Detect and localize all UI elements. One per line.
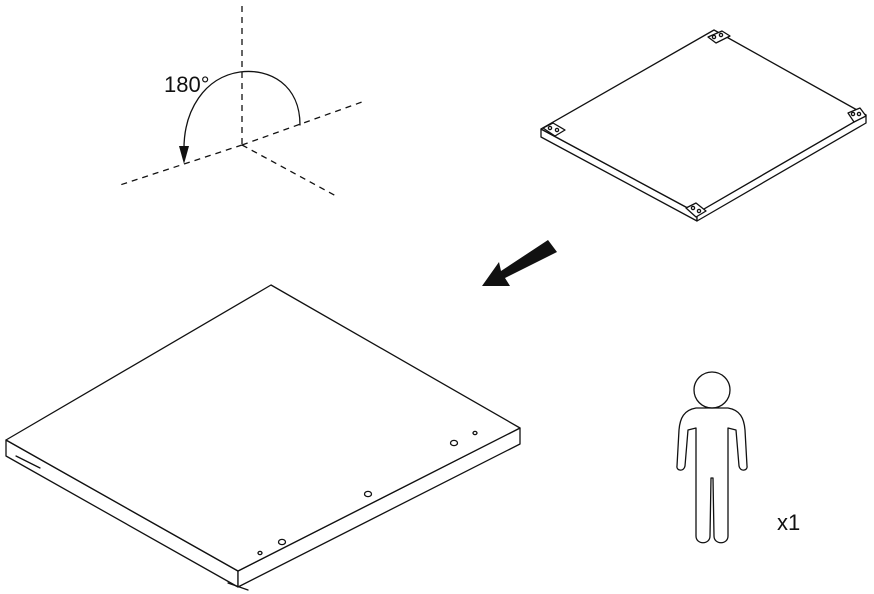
axis-depth <box>241 144 337 197</box>
corner-fitting-top <box>707 30 731 44</box>
person-icon <box>676 371 748 544</box>
large-panel-foot-front <box>227 582 249 591</box>
person-head <box>693 371 731 409</box>
rotation-angle-label: 180° <box>164 72 210 97</box>
large-panel-holes <box>257 430 478 556</box>
rotate-arrow-head <box>179 146 189 164</box>
large-panel-top <box>5 284 521 572</box>
corner-fitting-left <box>542 122 566 137</box>
people-count-label: x1 <box>777 510 801 535</box>
small-panel <box>540 29 867 222</box>
axis-right <box>241 101 363 146</box>
rotate-arrow-icon <box>183 70 301 153</box>
rotation-axes <box>119 6 363 197</box>
direction-arrow-icon <box>482 240 557 286</box>
corner-fitting-right <box>847 107 867 123</box>
small-panel-top <box>540 29 867 214</box>
person-body <box>676 407 748 544</box>
corner-fitting-bottom <box>685 202 707 218</box>
large-panel <box>5 284 521 591</box>
large-panel-foot-left <box>15 455 41 469</box>
